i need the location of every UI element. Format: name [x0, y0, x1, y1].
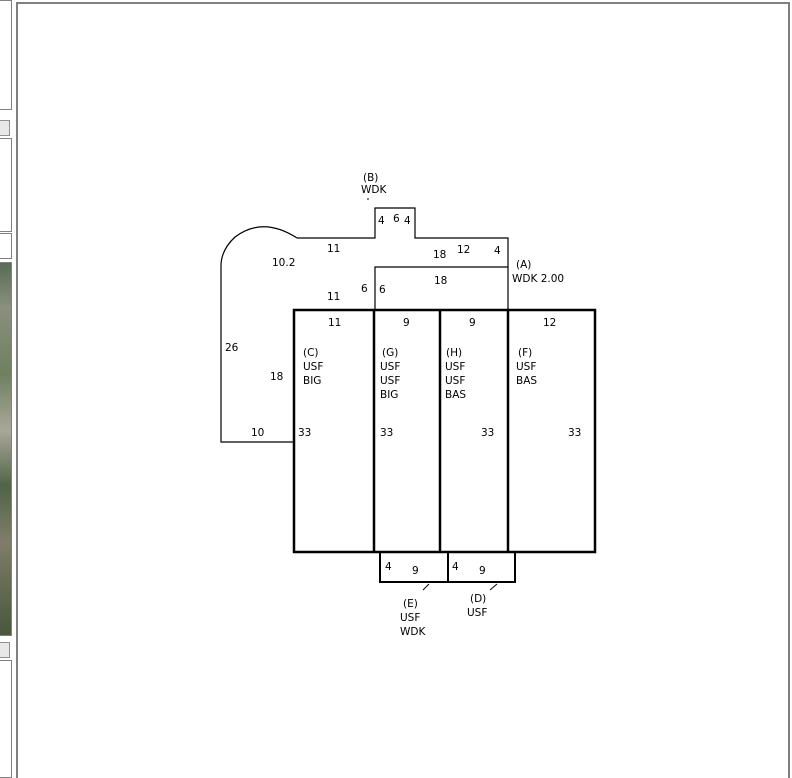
label-e-line1: USF: [400, 612, 420, 624]
dim-a-inner: 18: [434, 275, 447, 287]
deck-outline: [220, 226, 298, 443]
section-d-box: [447, 551, 516, 583]
dim-c-side: 33: [298, 427, 311, 439]
dim-f-top: 12: [543, 317, 556, 329]
deck-top-line: [297, 207, 509, 310]
leader-d: [489, 583, 498, 591]
label-a-line1: WDK 2.00: [512, 273, 564, 285]
dim-c-top: 11: [328, 317, 341, 329]
label-f-line2: BAS: [516, 375, 537, 387]
label-h-line2: USF: [445, 375, 465, 387]
label-h-line1: USF: [445, 361, 465, 373]
dim-g-side: 33: [380, 427, 393, 439]
label-h-id: (H): [446, 347, 462, 359]
label-c-id: (C): [303, 347, 319, 359]
dim-d-left: 4: [452, 561, 459, 573]
dim-a-top-mid: 12: [457, 244, 470, 256]
dim-b-top: 6: [393, 213, 400, 225]
label-e-line2: WDK: [400, 626, 426, 638]
sidebar-scroll-button-top[interactable]: [0, 120, 10, 136]
label-g-line3: BIG: [380, 389, 398, 401]
dim-deck-notch: 6: [361, 283, 368, 295]
dim-h-side: 33: [481, 427, 494, 439]
label-d-line1: USF: [467, 607, 487, 619]
dim-deck-inner: 18: [270, 371, 283, 383]
dim-e-width: 9: [412, 565, 419, 577]
main-structure: [292, 308, 597, 554]
label-g-id: (G): [382, 347, 398, 359]
label-g-line2: USF: [380, 375, 400, 387]
label-f-line1: USF: [516, 361, 536, 373]
dim-d-width: 9: [479, 565, 486, 577]
dim-b-right: 4: [404, 215, 411, 227]
property-photo[interactable]: [0, 262, 12, 636]
dim-b-left: 4: [378, 215, 385, 227]
label-d-id: (D): [470, 593, 486, 605]
sketch-viewport: [16, 2, 790, 778]
sidebar-panel-top: [0, 0, 12, 110]
label-f-id: (F): [518, 347, 532, 359]
sidebar-scroll-button-bottom[interactable]: [0, 642, 10, 658]
dim-deck-top-left: 11: [327, 243, 340, 255]
label-b-id: (B): [363, 172, 378, 184]
dim-a-top-right: 4: [494, 245, 501, 257]
dim-a-top-left: 18: [433, 249, 446, 261]
dim-deck-arc: 10.2: [272, 257, 295, 269]
dim-a-left: 6: [379, 284, 386, 296]
dim-h-top: 9: [469, 317, 476, 329]
label-e-id: (E): [403, 598, 418, 610]
label-a-id: (A): [516, 259, 531, 271]
label-h-line3: BAS: [445, 389, 466, 401]
label-c-line1: USF: [303, 361, 323, 373]
leader-e: [422, 583, 430, 591]
dim-g-top: 9: [403, 317, 410, 329]
label-b-line1: WDK: [361, 184, 387, 196]
dim-e-left: 4: [385, 561, 392, 573]
dim-f-side: 33: [568, 427, 581, 439]
dim-deck-lower: 11: [327, 291, 340, 303]
deck-notch-line: [374, 266, 508, 310]
label-g-line1: USF: [380, 361, 400, 373]
dim-deck-bottom: 10: [251, 427, 264, 439]
dim-deck-side: 26: [225, 342, 239, 354]
sidebar-panel-small: [0, 233, 12, 259]
left-sidebar: 0: [0, 0, 13, 778]
sidebar-panel-middle: [0, 138, 12, 232]
label-c-line2: BIG: [303, 375, 321, 387]
